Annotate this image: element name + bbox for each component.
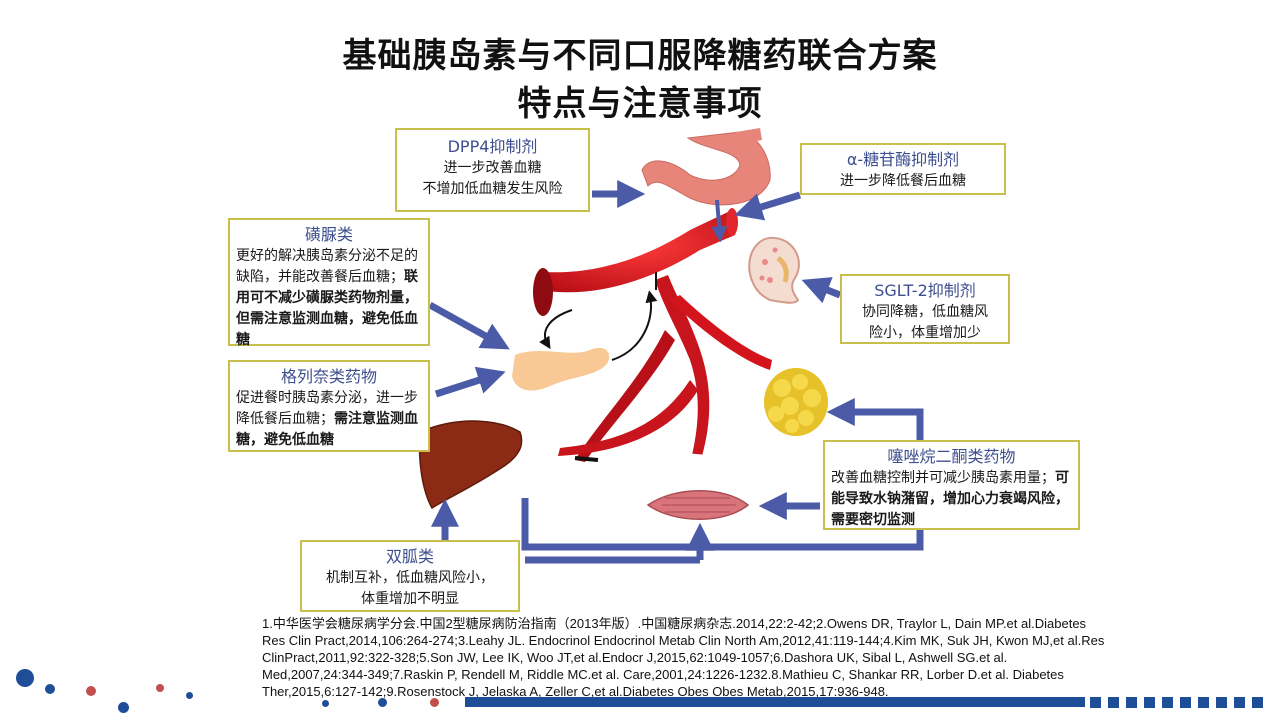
sglt2-inhibitor-box: SGLT-2抑制剂 协同降糖，低血糖风 险小，体重增加少 [840,274,1010,344]
page-title-line2: 特点与注意事项 [517,84,763,124]
sglt2-heading: SGLT-2抑制剂 [874,281,976,300]
su-normal-text: 更好的解决胰岛素分泌不足的缺陷，并能改善餐后血糖； [236,248,418,285]
thiazolidinedione-box: 噻唑烷二酮类药物 改善血糖控制并可减少胰岛素用量；可能导致水钠潴留，增加心力衰竭… [823,440,1080,530]
sglt2-line1: 协同降糖，低血糖风 [862,304,988,320]
tzd-normal-text: 改善血糖控制并可减少胰岛素用量； [831,470,1055,486]
decor-dot [156,684,164,692]
references-text: 1.中华医学会糖尿病学分会.中国2型糖尿病防治指南（2013年版）.中国糖尿病杂… [262,616,1105,699]
liver-illustration [418,420,523,510]
glinide-body: 促进餐时胰岛素分泌，进一步降低餐后血糖；需注意监测血糖，避免低血糖 [230,388,428,451]
stomach-illustration [641,128,771,206]
glinide-normal-text: 促进餐时胰岛素分泌，进一步降低餐后血糖； [236,390,418,427]
alpha-glucosidase-inhibitor-box: α-糖苷酶抑制剂 进一步降低餐后血糖 [800,143,1006,195]
bottom-accent-bar [465,697,1085,707]
tzd-bold-text: 可能导致水钠潴留，增加心力衰竭风险，需要密切监测 [831,470,1069,528]
kidney-illustration [748,236,800,304]
glinide-bold-text: 需注意监测血糖，避免低血糖 [236,411,418,448]
dpp4-line1: 进一步改善血糖 [443,160,542,176]
dpp4-heading: DPP4抑制剂 [447,137,538,156]
biguanide-box: 双胍类 机制互补，低血糖风险小， 体重增加不明显 [300,540,520,612]
muscle-illustration [646,490,750,520]
agi-line1: 进一步降低餐后血糖 [840,173,966,189]
decor-dot [86,686,96,696]
decor-dot [322,700,329,707]
sglt2-line2: 险小，体重增加少 [869,325,981,341]
biguanide-heading: 双胍类 [385,547,434,566]
fat-tissue-illustration [764,368,828,436]
bottom-square-1 [1090,697,1101,708]
sulfonylurea-box: 磺脲类 更好的解决胰岛素分泌不足的缺陷，并能改善餐后血糖；联用可不减少磺脲类药物… [228,218,430,348]
page-title-line1: 基础胰岛素与不同口服降糖药联合方案 [342,36,938,76]
decor-dot [118,702,129,713]
bottom-square-8 [1216,697,1227,708]
bottom-square-10 [1252,697,1263,708]
bottom-square-9 [1234,697,1245,708]
glinide-box: 格列奈类药物 促进餐时胰岛素分泌，进一步降低餐后血糖；需注意监测血糖，避免低血糖 [228,360,430,452]
tzd-body: 改善血糖控制并可减少胰岛素用量；可能导致水钠潴留，增加心力衰竭风险，需要密切监测 [825,468,1078,531]
decor-dot [16,669,34,687]
dpp4-inhibitor-box: DPP4抑制剂 进一步改善血糖 不增加低血糖发生风险 [395,128,590,212]
dpp4-line2: 不增加低血糖发生风险 [422,181,563,197]
bottom-square-2 [1108,697,1119,708]
blood-vessel-illustration [533,208,772,462]
su-body: 更好的解决胰岛素分泌不足的缺陷，并能改善餐后血糖；联用可不减少磺脲类药物剂量，但… [230,246,428,351]
su-heading: 磺脲类 [304,225,353,244]
bottom-square-3 [1126,697,1137,708]
bottom-square-6 [1180,697,1191,708]
pancreas-illustration [512,347,610,391]
biguanide-line1: 机制互补，低血糖风险小， [326,570,494,586]
decor-dot [430,698,439,707]
tzd-heading: 噻唑烷二酮类药物 [887,447,1016,466]
decor-dot [186,692,193,699]
su-bold-text: 联用可不减少磺脲类药物剂量，但需注意监测血糖，避免低血糖 [236,269,418,348]
glinide-heading: 格列奈类药物 [280,367,377,386]
decor-dot [378,698,387,707]
decor-dot [45,684,55,694]
bottom-square-7 [1198,697,1209,708]
agi-heading: α-糖苷酶抑制剂 [846,150,960,169]
biguanide-line2: 体重增加不明显 [361,591,459,607]
bottom-square-4 [1144,697,1155,708]
bottom-square-5 [1162,697,1173,708]
